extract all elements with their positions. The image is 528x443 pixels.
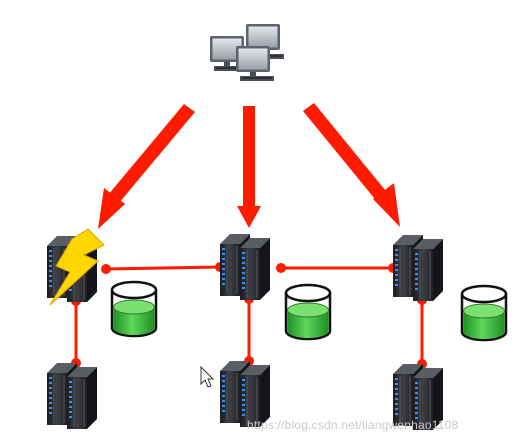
arrow-middle [237,106,261,228]
watermark-text: https://blog.csdn.net/liangwenhao1108 [247,418,459,432]
arrow-right [303,103,400,227]
request-arrows [98,103,400,229]
mouse-pointer-icon [200,365,215,388]
database-left [110,280,158,338]
database-middle [284,283,332,341]
database-right [460,284,508,342]
lightning-icon [49,228,105,306]
arrow-left [98,104,195,229]
network-links [74,265,424,364]
link-left-middle [105,265,221,271]
server-right [393,235,443,301]
server-left-replica [47,363,97,429]
computer-group-icon [210,24,284,81]
server-middle [220,234,270,300]
